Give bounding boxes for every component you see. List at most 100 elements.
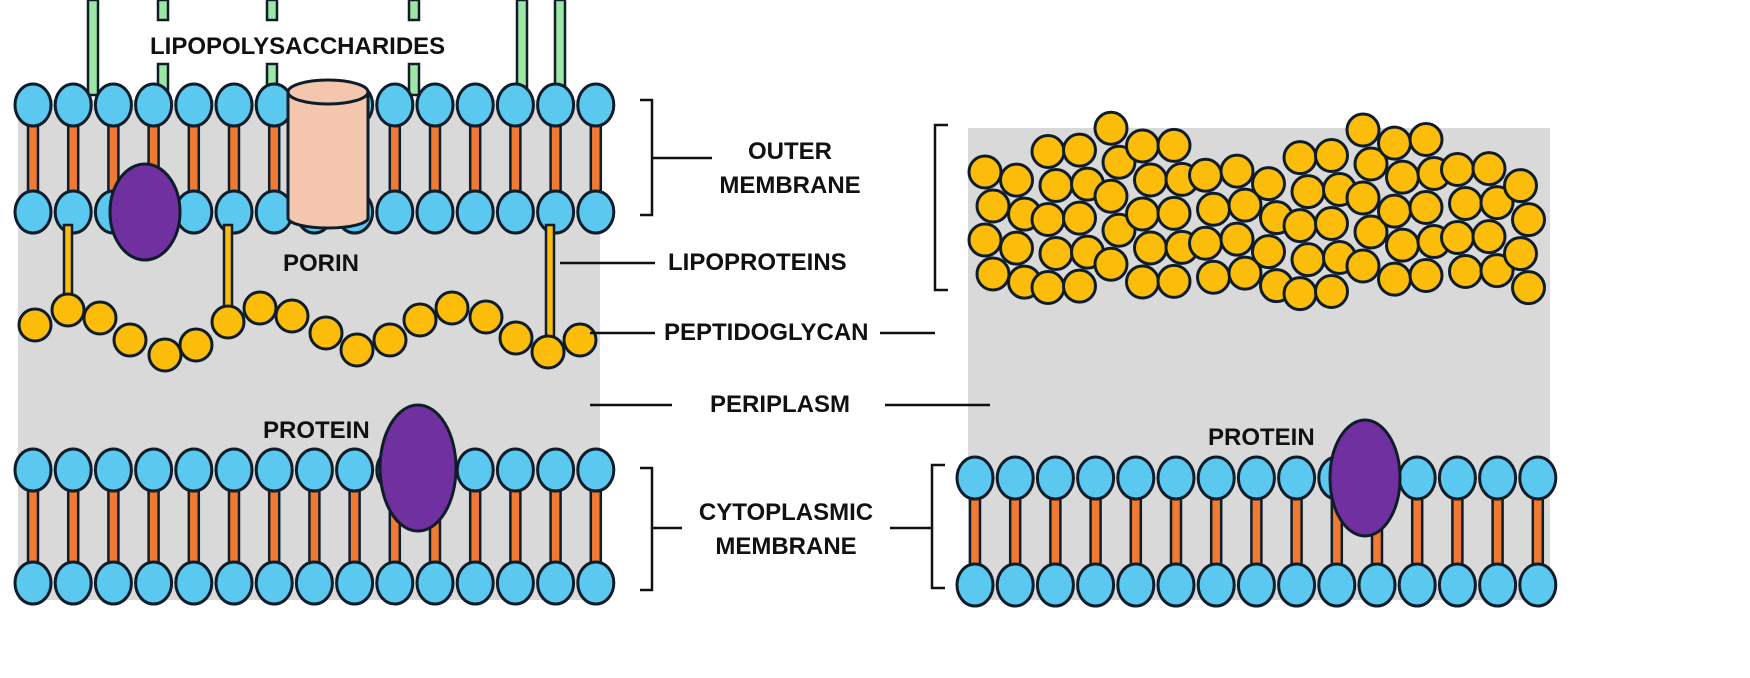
peptidoglycan-unit <box>82 300 118 336</box>
outer-membrane-lipid-head <box>415 82 455 128</box>
cytoplasmic-membrane-right-lipid-head <box>1076 455 1116 501</box>
peptidoglycan-unit <box>1353 214 1389 250</box>
outer-membrane-lipid-head <box>13 82 53 128</box>
cytoplasmic-membrane-right-lipid-tail <box>1531 491 1545 572</box>
cytoplasmic-membrane-left-lipid-head <box>495 560 535 606</box>
cytoplasmic-membrane-left-lipid-head <box>13 560 53 606</box>
outer-membrane-lipid-head <box>13 189 53 235</box>
cytoplasmic-membrane-right-lipid-tail <box>1169 491 1183 572</box>
peptidoglycan-unit <box>17 307 53 343</box>
cytoplasmic-membrane-left-lipid-head <box>134 560 174 606</box>
cytoplasmic-membrane-left-lipid-head <box>53 560 93 606</box>
label-cytoplasmic-membrane: CYTOPLASMIC MEMBRANE <box>686 496 886 564</box>
peptidoglycan-unit <box>1408 122 1444 158</box>
cytoplasmic-membrane-right-lipid-tail <box>1089 491 1102 572</box>
cytoplasmic-membrane-left-lipid-tail <box>509 483 522 570</box>
cytoplasmic-membrane-left-lipid-head <box>536 447 576 493</box>
cytoplasmic-membrane-right-lipid-tail <box>1129 491 1143 572</box>
label-protein-left: PROTEIN <box>263 417 370 444</box>
outer-membrane-lipid-tail <box>428 118 442 199</box>
peptidoglycan-unit <box>1471 219 1507 255</box>
peptidoglycan-unit <box>1440 152 1475 188</box>
outer-membrane-lipid-tail <box>66 118 80 199</box>
outer-membrane-lipid-head <box>375 82 415 128</box>
cytoplasmic-membrane-left-lipid-head <box>495 447 535 493</box>
peptidoglycan-unit <box>562 322 598 358</box>
peptidoglycan-unit <box>1511 202 1546 238</box>
cytoplasmic-membrane-left-lipid-tail <box>308 483 321 570</box>
cytoplasmic-membrane-left-lipid-head <box>134 447 174 493</box>
lipopolysaccharide-chain <box>86 0 100 97</box>
peptidoglycan-unit <box>530 334 566 370</box>
peptidoglycan-unit <box>1133 162 1168 198</box>
cytoplasmic-membrane-right-lipid-head <box>1277 562 1317 608</box>
peptidoglycan-unit <box>975 256 1011 292</box>
cytoplasmic-protein-left <box>378 403 458 533</box>
peptidoglycan-unit <box>1030 202 1066 238</box>
cytoplasmic-membrane-right-lipid-head <box>1277 455 1317 501</box>
cytoplasmic-membrane-right-lipid-tail <box>1290 491 1303 572</box>
outer-membrane-lipid-head <box>495 189 535 235</box>
cytoplasmic-membrane-left-lipid-head <box>214 447 254 493</box>
cytoplasmic-membrane-left-lipid-head <box>415 560 455 606</box>
peptidoglycan-unit <box>1385 159 1420 195</box>
cytoplasmic-membrane-left-lipid-head <box>576 447 616 493</box>
outer-membrane-lipid-head <box>214 82 254 128</box>
peptidoglycan-unit <box>1282 140 1318 176</box>
peptidoglycan-unit <box>1345 180 1381 216</box>
cytoplasmic-membrane-left-lipid-head <box>214 560 254 606</box>
cytoplasmic-membrane-left-lipid-tail <box>267 483 281 570</box>
cytoplasmic-membrane-left-lipid-head <box>174 560 214 606</box>
outer-membrane-lipid-head <box>214 189 254 235</box>
peptidoglycan-unit <box>1408 190 1444 226</box>
cytoplasmic-membrane-right-lipid-head <box>1357 562 1397 608</box>
cytoplasmic-membrane-right-lipid-head <box>1397 562 1437 608</box>
bracket-outer-membrane <box>640 98 712 217</box>
label-cytoplasmic-membrane-line1: CYTOPLASMIC <box>698 499 874 526</box>
cytoplasmic-membrane-right-lipid-head <box>1035 562 1075 608</box>
peptidoglycan-unit <box>1511 270 1546 306</box>
cytoplasmic-membrane-right-lipid-head <box>1116 562 1156 608</box>
outer-membrane-protein <box>108 162 182 262</box>
cytoplasmic-membrane-left-lipid-head <box>13 447 53 493</box>
peptidoglycan-unit <box>1062 200 1097 236</box>
peptidoglycan-unit <box>1227 187 1263 223</box>
cytoplasmic-membrane-right-lipid-head <box>1196 455 1236 501</box>
cytoplasmic-membrane-left-lipid-head <box>335 560 375 606</box>
peptidoglycan-unit <box>1156 263 1192 299</box>
label-peptidoglycan: PEPTIDOGLYCAN <box>664 319 869 346</box>
label-periplasm: PERIPLASM <box>710 391 851 418</box>
peptidoglycan-unit <box>1377 261 1412 297</box>
label-lipoproteins: LIPOPROTEINS <box>668 249 847 276</box>
lipopolysaccharide-chain <box>407 0 421 22</box>
peptidoglycan-unit <box>1471 151 1507 187</box>
lipopolysaccharide-chain <box>265 0 279 22</box>
outer-membrane-lipid-head <box>536 189 576 235</box>
peptidoglycan-unit <box>1314 206 1349 242</box>
peptidoglycan-unit <box>1101 212 1137 248</box>
peptidoglycan-unit <box>1038 168 1074 204</box>
cytoplasmic-membrane-right-lipid-head <box>1076 562 1116 608</box>
cytoplasmic-membrane-left-lipid-head <box>455 560 495 606</box>
cytoplasmic-membrane-right-lipid-tail <box>1049 491 1062 572</box>
peptidoglycan-unit <box>210 304 246 340</box>
peptidoglycan-unit <box>1093 246 1129 282</box>
peptidoglycan-unit <box>1038 236 1074 272</box>
cytoplasmic-membrane-left-lipid-head <box>254 560 294 606</box>
peptidoglycan-unit <box>1385 227 1420 263</box>
outer-membrane-lipid-head <box>576 189 616 235</box>
outer-membrane-lipid-head <box>415 189 455 235</box>
peptidoglycan-unit <box>1408 258 1444 294</box>
peptidoglycan-unit <box>967 154 1003 190</box>
peptidoglycan-unit <box>999 162 1034 198</box>
outer-membrane-lipid-tail <box>589 118 603 199</box>
cytoplasmic-membrane-left-lipid-head <box>576 560 616 606</box>
outer-membrane-lipid-head <box>53 82 93 128</box>
peptidoglycan-unit <box>1219 153 1255 189</box>
label-porin: PORIN <box>283 250 360 277</box>
outer-membrane-lipid-head <box>134 82 174 128</box>
cytoplasmic-membrane-right-lipid-head <box>1478 455 1518 501</box>
outer-membrane-lipid-head <box>455 189 495 235</box>
peptidoglycan-unit <box>308 315 344 351</box>
